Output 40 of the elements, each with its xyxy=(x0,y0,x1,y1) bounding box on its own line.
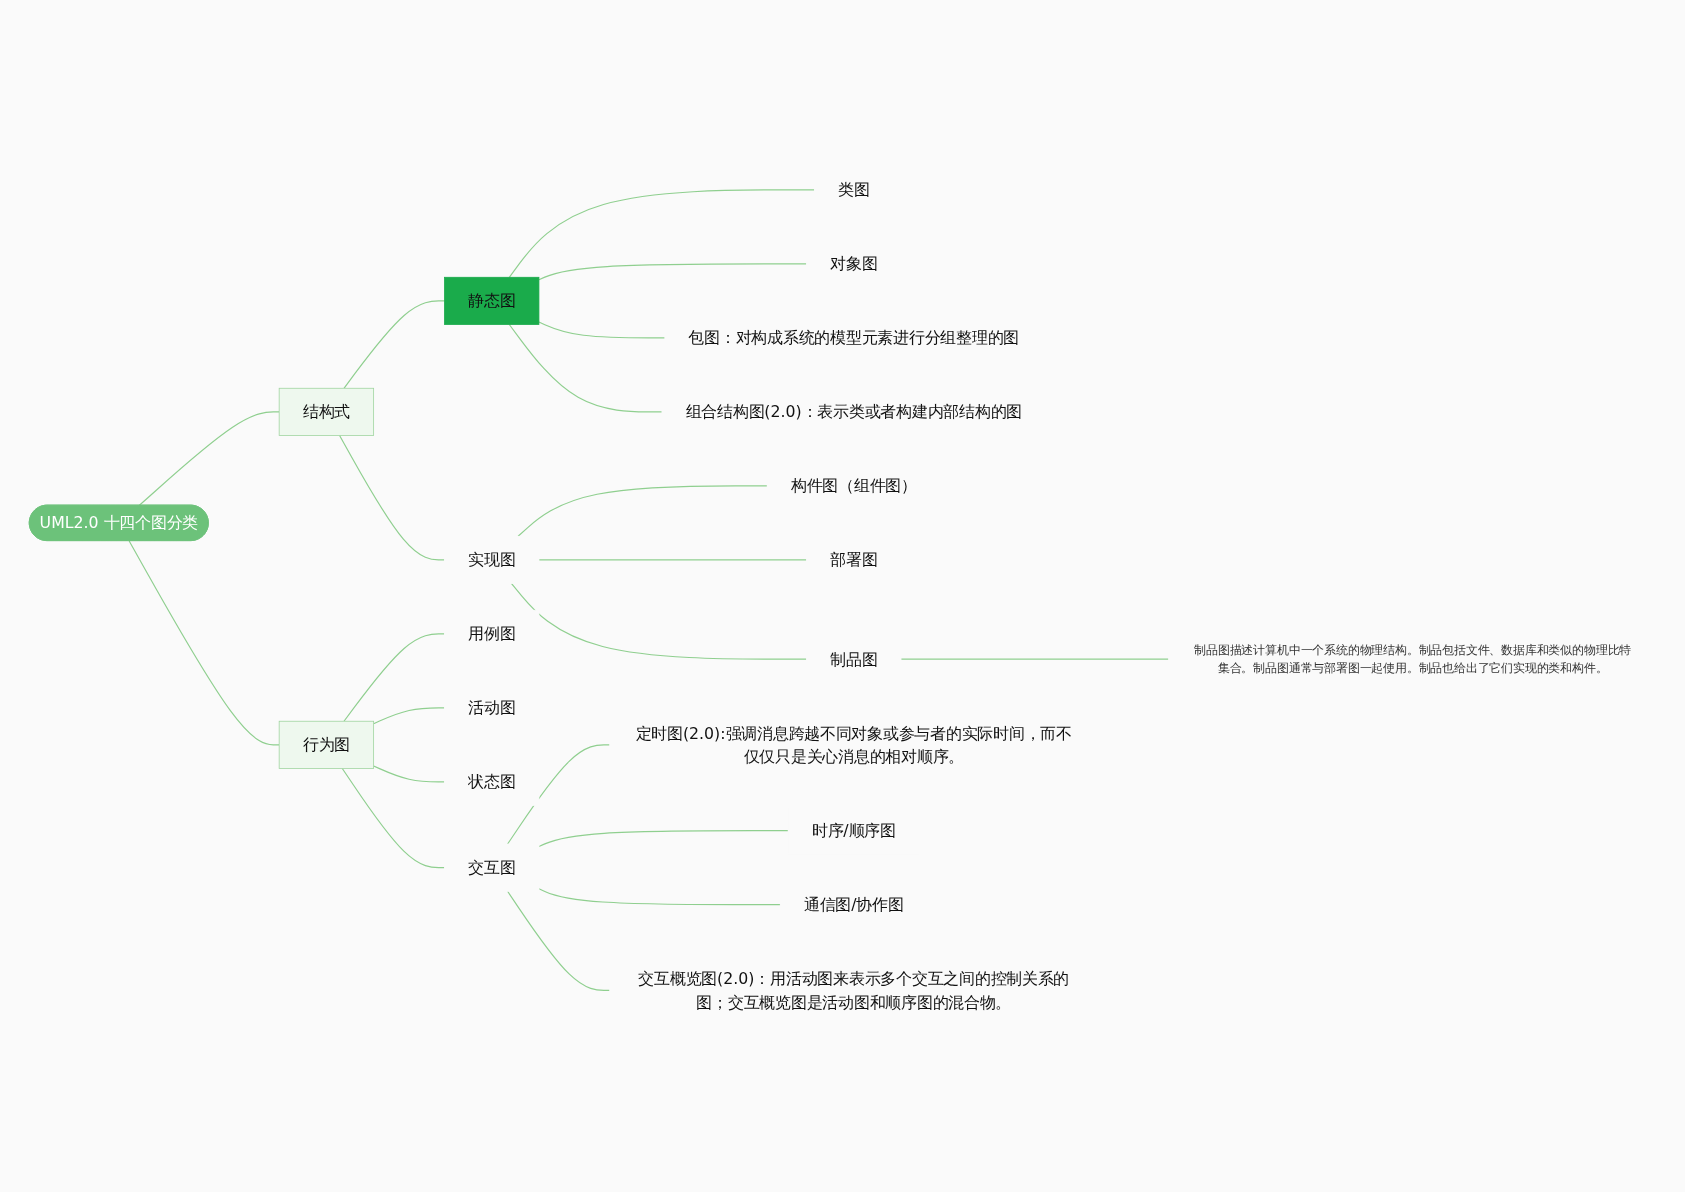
connector xyxy=(508,323,663,413)
node-text: 交互图 xyxy=(467,858,515,878)
connector xyxy=(506,744,610,845)
node-text: 交互概览图(2.0)：用活动图来表示多个交互之间的控制关系的图；交互概览图是活动图和顺序图的混合物。 xyxy=(637,969,1069,1012)
connector xyxy=(537,830,789,847)
node-text: 构件图（组件图） xyxy=(790,476,917,496)
connector xyxy=(517,485,768,537)
connector xyxy=(899,658,1169,660)
connector xyxy=(342,300,445,389)
node-text: 对象图 xyxy=(829,254,877,274)
connector xyxy=(128,540,280,746)
node-text: 状态图 xyxy=(467,772,515,792)
connector xyxy=(537,559,807,561)
connector xyxy=(537,321,665,339)
connector xyxy=(537,263,807,281)
node-text: 用例图 xyxy=(467,624,515,644)
connector xyxy=(372,707,445,725)
node-text: 组合结构图(2.0)：表示类或者构建内部结构的图 xyxy=(685,402,1022,422)
node-box: 结构式 xyxy=(278,387,374,436)
connector xyxy=(508,189,815,278)
node-text: 时序/顺序图 xyxy=(811,821,896,841)
node-text: 制品图描述计算机中一个系统的物理结构。制品包括文件、数据库和类似的物理比特集合。制品图通常与部署图一起使用。制品也给出了它们实现的类和构件。 xyxy=(1193,642,1631,675)
connector xyxy=(342,633,445,722)
connector xyxy=(138,411,280,507)
node-text: 部署图 xyxy=(829,550,877,570)
node-text: 实现图 xyxy=(467,550,515,570)
connector xyxy=(341,767,445,869)
node-box: 静态图 xyxy=(443,276,539,325)
connector xyxy=(372,765,445,783)
node-text: 制品图 xyxy=(829,649,877,669)
node-text: 定时图(2.0):强调消息跨越不同对象或参与者的实际时间，而不仅仅只是关心消息的相对顺序。 xyxy=(635,723,1072,767)
connector xyxy=(338,434,445,561)
connector xyxy=(510,582,807,660)
node-box: 行为图 xyxy=(278,720,374,769)
node-text: 包图：对构成系统的模型元素进行分组整理的图 xyxy=(687,328,1019,348)
connector xyxy=(537,888,781,906)
node-text: 活动图 xyxy=(467,698,515,718)
node-text: 类图 xyxy=(837,180,870,200)
connector xyxy=(506,890,610,991)
node-text: 通信图/协作图 xyxy=(803,895,904,914)
